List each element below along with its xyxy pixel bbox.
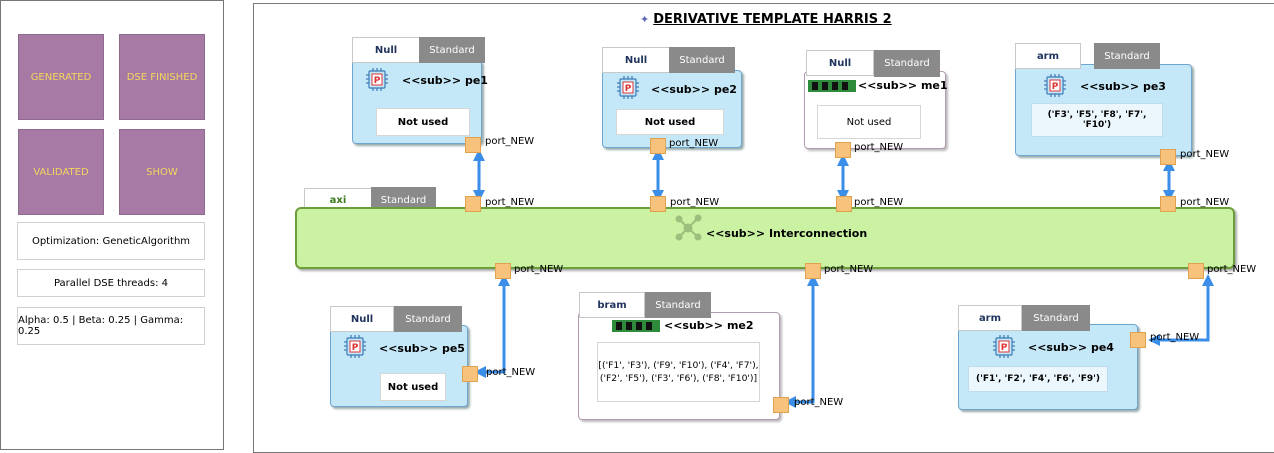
svg-text:P: P bbox=[352, 343, 359, 353]
pe1-content: Not used bbox=[376, 108, 470, 136]
pe4-content: ('F1', 'F2', 'F4', 'F6', 'F9') bbox=[968, 366, 1108, 392]
port-label: port_NEW bbox=[1180, 149, 1230, 160]
pe4-standard-tab[interactable]: Standard bbox=[1022, 305, 1090, 331]
port-label: port_NEW bbox=[485, 197, 535, 208]
port-label: port_NEW bbox=[514, 264, 564, 275]
pe3-label: <<sub>> pe3 bbox=[1080, 80, 1166, 93]
pe2-standard-tab[interactable]: Standard bbox=[669, 47, 735, 73]
show-button[interactable]: SHOW bbox=[119, 129, 205, 215]
pe4-label: <<sub>> pe4 bbox=[1028, 341, 1114, 354]
port-ic-me2[interactable] bbox=[805, 263, 821, 279]
port-label: port_NEW bbox=[854, 142, 904, 153]
threads-info: Parallel DSE threads: 4 bbox=[17, 269, 205, 297]
port-ic-pe2[interactable] bbox=[650, 196, 666, 212]
pe2-content: Not used bbox=[616, 109, 724, 135]
me1-standard-tab[interactable]: Standard bbox=[874, 50, 940, 77]
port-label: port_NEW bbox=[669, 138, 719, 149]
pe1-label: <<sub>> pe1 bbox=[402, 74, 488, 87]
port-pe4[interactable] bbox=[1130, 332, 1146, 348]
me1-content: Not used bbox=[817, 105, 921, 139]
link-pe4 bbox=[1148, 274, 1214, 346]
diamond-icon: ✦ bbox=[640, 13, 650, 26]
me1-label: <<sub>> me1 bbox=[858, 79, 948, 92]
cpu-icon: P bbox=[366, 68, 388, 91]
link-pe5 bbox=[474, 274, 510, 378]
pe4-type-tab[interactable]: arm bbox=[958, 305, 1022, 331]
cpu-icon: P bbox=[1044, 74, 1066, 97]
cpu-icon: P bbox=[344, 335, 366, 358]
port-label: port_NEW bbox=[670, 197, 720, 208]
pe3-content: ('F3', 'F5', 'F8', 'F7', 'F10') bbox=[1031, 103, 1163, 137]
me2-content-line2: ('F2', 'F5'), ('F3', 'F6'), ('F8', 'F10'… bbox=[599, 373, 758, 384]
port-label: port_NEW bbox=[854, 197, 904, 208]
interconnect-label: <<sub>> Interconnection bbox=[706, 227, 868, 240]
weights-info: Alpha: 0.5 | Beta: 0.25 | Gamma: 0.25 bbox=[17, 307, 205, 345]
port-pe3[interactable] bbox=[1160, 149, 1176, 165]
pe1-standard-tab[interactable]: Standard bbox=[419, 37, 485, 63]
port-ic-me1[interactable] bbox=[836, 196, 852, 212]
generated-button[interactable]: GENERATED bbox=[18, 34, 104, 120]
link-me2 bbox=[784, 274, 819, 408]
interconnect-block[interactable] bbox=[295, 207, 1235, 269]
dse-finished-button[interactable]: DSE FINISHED bbox=[119, 34, 205, 120]
me2-label: <<sub>> me2 bbox=[664, 319, 754, 332]
optimization-info: Optimization: GeneticAlgorithm bbox=[17, 222, 205, 260]
ram-icon bbox=[808, 80, 856, 92]
diagram-title: ✦DERIVATIVE TEMPLATE HARRIS 2 bbox=[640, 12, 892, 27]
port-ic-pe3[interactable] bbox=[1160, 196, 1176, 212]
port-ic-pe5[interactable] bbox=[495, 263, 511, 279]
port-label: port_NEW bbox=[485, 136, 535, 147]
port-label: port_NEW bbox=[486, 367, 536, 378]
diagram-title-text: DERIVATIVE TEMPLATE HARRIS 2 bbox=[653, 12, 892, 27]
me2-type-tab[interactable]: bram bbox=[579, 292, 645, 318]
port-label: port_NEW bbox=[1150, 332, 1200, 343]
me1-type-tab[interactable]: Null bbox=[806, 50, 874, 76]
pe3-type-tab[interactable]: arm bbox=[1015, 43, 1081, 69]
port-label: port_NEW bbox=[824, 264, 874, 275]
ram-icon bbox=[612, 320, 660, 332]
svg-text:P: P bbox=[1001, 343, 1008, 353]
network-icon bbox=[675, 214, 702, 241]
me2-content: [('F1', 'F3'), ('F9', 'F10'), ('F4', 'F7… bbox=[597, 342, 760, 402]
port-pe2[interactable] bbox=[650, 138, 666, 154]
pe3-standard-tab[interactable]: Standard bbox=[1094, 43, 1160, 69]
cpu-icon: P bbox=[993, 335, 1015, 358]
pe5-label: <<sub>> pe5 bbox=[379, 342, 465, 355]
cpu-icon: P bbox=[617, 76, 639, 99]
pe5-content: Not used bbox=[380, 373, 446, 401]
port-ic-pe1[interactable] bbox=[465, 196, 481, 212]
port-label: port_NEW bbox=[1180, 197, 1230, 208]
pe2-label: <<sub>> pe2 bbox=[651, 83, 737, 96]
validated-button[interactable]: VALIDATED bbox=[18, 129, 104, 215]
pe2-type-tab[interactable]: Null bbox=[602, 47, 670, 73]
pe5-standard-tab[interactable]: Standard bbox=[394, 306, 462, 332]
svg-text:P: P bbox=[625, 84, 632, 94]
me2-standard-tab[interactable]: Standard bbox=[645, 292, 711, 318]
me2-content-line1: [('F1', 'F3'), ('F9', 'F10'), ('F4', 'F7… bbox=[598, 360, 759, 371]
port-me2[interactable] bbox=[773, 397, 789, 413]
port-label: port_NEW bbox=[1207, 264, 1257, 275]
pe5-type-tab[interactable]: Null bbox=[330, 306, 394, 332]
port-pe1[interactable] bbox=[465, 137, 481, 153]
port-me1[interactable] bbox=[835, 142, 851, 158]
port-label: port_NEW bbox=[794, 397, 844, 408]
svg-text:P: P bbox=[374, 76, 381, 86]
port-pe5[interactable] bbox=[462, 366, 478, 382]
port-ic-pe4[interactable] bbox=[1188, 263, 1204, 279]
pe1-type-tab[interactable]: Null bbox=[352, 37, 420, 63]
svg-text:P: P bbox=[1052, 82, 1059, 92]
action-panel: ACTION GENERATED DSE FINISHED VALIDATED … bbox=[0, 0, 658, 450]
